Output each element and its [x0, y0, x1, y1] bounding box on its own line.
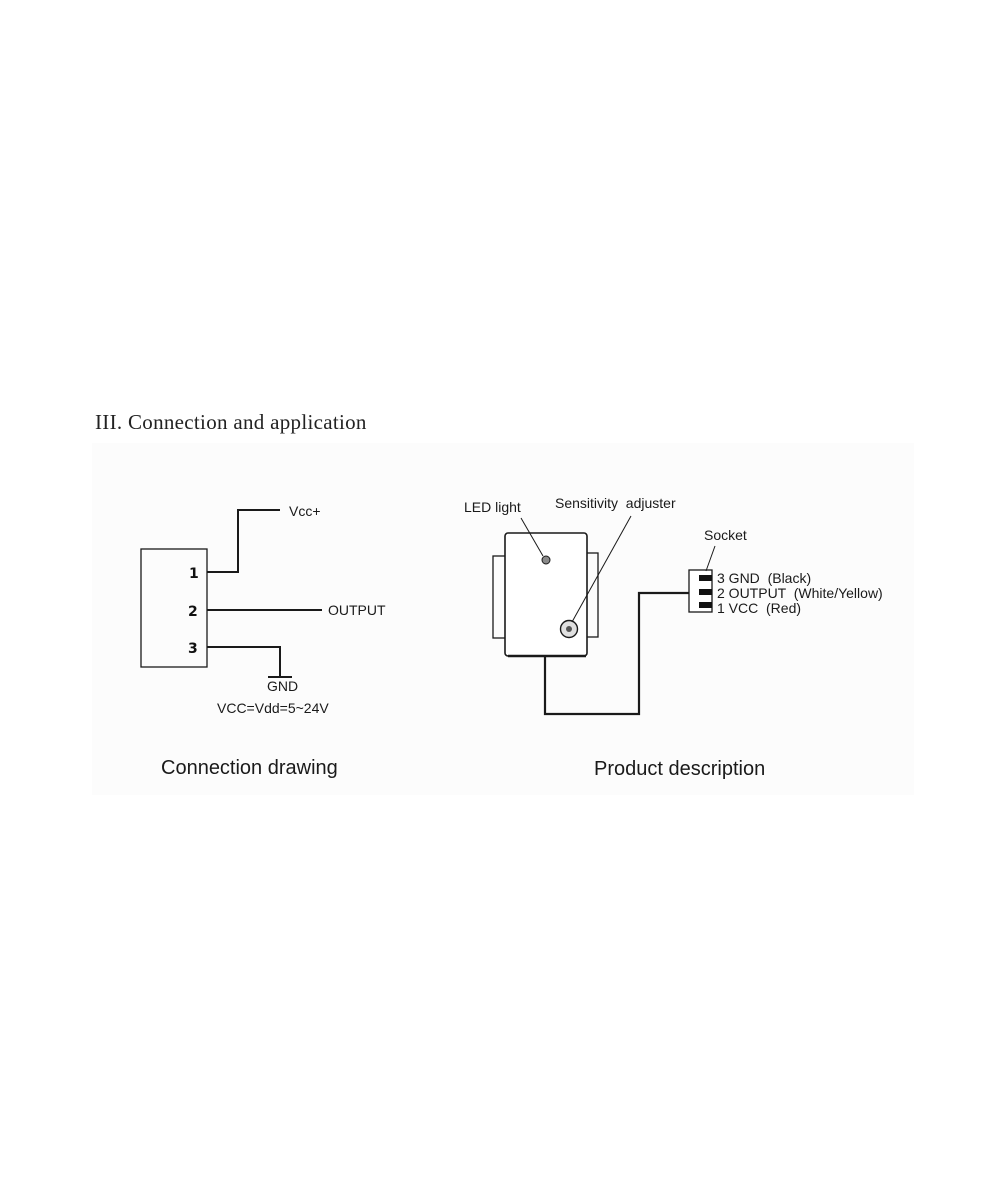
led-light-dot — [541, 555, 551, 565]
led-leader-line — [520, 517, 544, 557]
vcc-wire — [207, 509, 280, 573]
socket-pin-2 — [699, 589, 712, 595]
pin-1-label: 1 — [189, 566, 199, 582]
led-light-label: LED light — [464, 499, 521, 515]
output-label: OUTPUT — [328, 602, 386, 618]
product-drawing — [492, 515, 716, 716]
pin-3-label: 3 — [188, 641, 198, 657]
gnd-wire — [207, 646, 281, 677]
sensitivity-leader-line — [571, 515, 632, 623]
sensor-cable — [543, 591, 689, 716]
socket-pin-1 — [699, 602, 712, 608]
socket-pin-3-label: 3 GND (Black) — [717, 570, 811, 586]
sensitivity-adjuster-center — [566, 626, 572, 632]
socket-leader-line — [705, 545, 716, 572]
section-title: III. Connection and application — [95, 410, 367, 434]
sensor-module-box — [140, 548, 208, 668]
vcc-label: Vcc+ — [289, 503, 321, 519]
pin-2-label: 2 — [188, 604, 198, 620]
product-caption: Product description — [594, 758, 765, 780]
connection-drawing — [140, 509, 322, 678]
connection-caption: Connection drawing — [161, 757, 338, 779]
sensor-body — [504, 532, 588, 657]
diagram-panel — [92, 443, 914, 795]
gnd-label: GND — [267, 678, 298, 694]
socket-label: Socket — [704, 527, 747, 543]
socket-pin-1-label: 1 VCC (Red) — [717, 600, 801, 616]
socket-pin-3 — [699, 575, 712, 581]
supply-note: VCC=Vdd=5~24V — [217, 700, 329, 716]
socket-pin-2-label: 2 OUTPUT (White/Yellow) — [717, 585, 883, 601]
sensitivity-adjuster-label: Sensitivity adjuster — [555, 495, 676, 511]
